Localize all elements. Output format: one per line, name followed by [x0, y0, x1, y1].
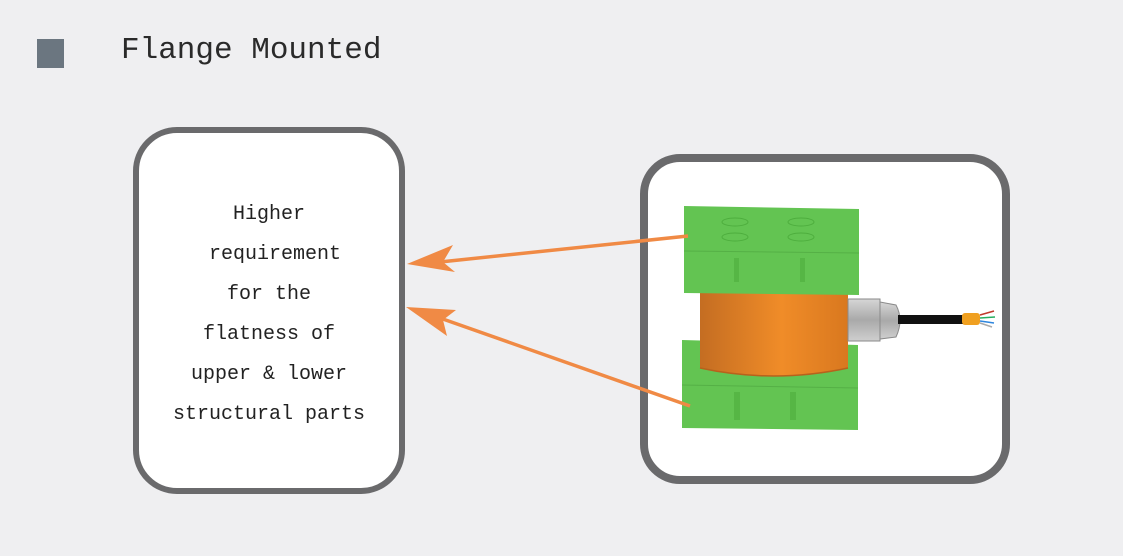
load-cell-illustration: [681, 206, 996, 430]
callout-line: structural parts: [172, 403, 366, 426]
arrowhead-icon: [407, 245, 455, 272]
callout-box: Higher requirement for the flatness of u…: [133, 127, 405, 494]
square-bullet-icon: [37, 39, 64, 68]
load-cell-body: [699, 292, 849, 377]
callout-text: Higher requirement for the flatness of u…: [139, 195, 399, 435]
illustration-frame: [640, 154, 1010, 484]
callout-line: flatness of: [202, 323, 336, 346]
upper-flange-plate: [683, 206, 860, 295]
callout-line: requirement: [196, 243, 342, 266]
page-title: Flange Mounted: [121, 33, 382, 68]
arrow-upper: [407, 234, 689, 272]
callout-line: upper & lower: [190, 363, 348, 386]
arrowhead-icon: [406, 307, 456, 336]
arrow-lower: [406, 307, 691, 408]
callout-line: Higher: [232, 203, 305, 226]
signal-cable: [898, 310, 996, 328]
cable-gland: [847, 298, 901, 342]
callout-line: for the: [226, 283, 311, 306]
